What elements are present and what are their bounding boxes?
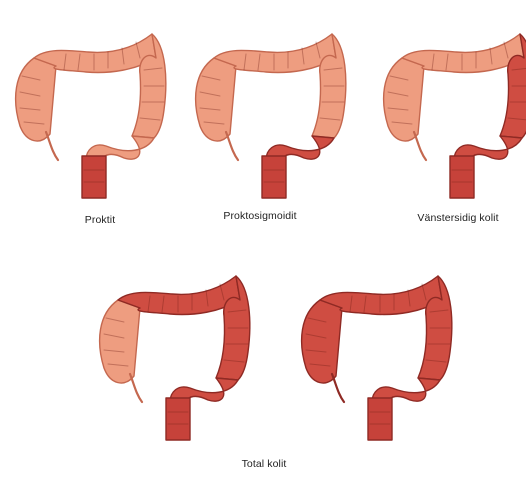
colon-figure-extensive-colitis: [90, 252, 260, 442]
appendix: [226, 132, 238, 160]
colon-figure-proctosigmoiditis: [186, 10, 356, 200]
colon-illustration-proctosigmoiditis: [186, 10, 356, 200]
ascending-segment: [100, 300, 140, 383]
rectum-segment: [82, 156, 106, 198]
colon-illustration-left-sided-colitis: [374, 10, 526, 200]
ascending-segment: [384, 58, 424, 141]
label-total-colitis: Total kolit: [242, 458, 287, 470]
ascending-segment: [196, 58, 236, 141]
appendix: [130, 374, 142, 402]
appendix: [332, 374, 344, 402]
colon-illustration-total-colitis: [292, 252, 462, 442]
label-left-sided-colitis: Vänstersidig kolit: [417, 212, 498, 224]
rectum-segment: [262, 156, 286, 198]
appendix: [414, 132, 426, 160]
colon-figure-total-colitis: [292, 252, 462, 442]
rectum-segment: [368, 398, 392, 440]
colon-illustration-proctitis: [6, 10, 176, 200]
rectum-segment: [450, 156, 474, 198]
colon-illustration-extensive-colitis: [90, 252, 260, 442]
ascending-segment: [16, 58, 56, 141]
rectum-segment: [166, 398, 190, 440]
appendix: [46, 132, 58, 160]
ascending-segment: [302, 300, 342, 383]
colon-figure-proctitis: [6, 10, 176, 200]
colon-figure-left-sided-colitis: [374, 10, 526, 200]
label-proctitis: Proktit: [85, 214, 115, 226]
label-proctosigmoiditis: Proktosigmoidit: [223, 210, 296, 222]
